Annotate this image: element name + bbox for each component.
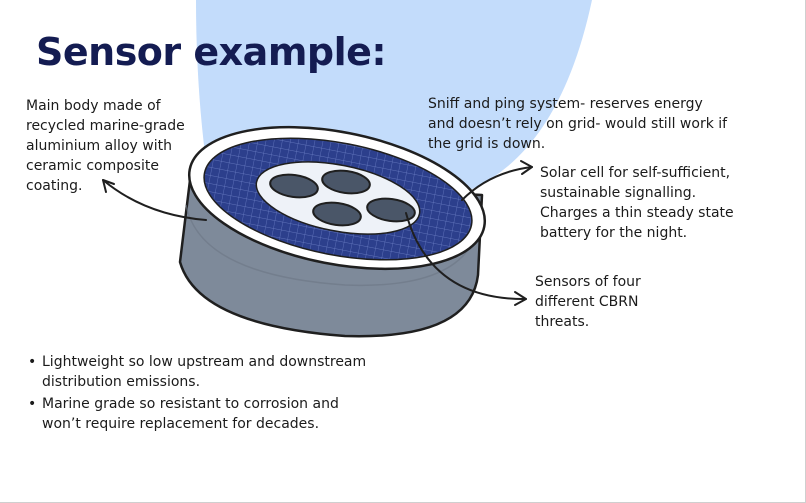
page-title: Sensor example: [36, 30, 387, 74]
sensor-pod [366, 197, 416, 223]
arrow-sensors [405, 212, 527, 301]
list-item-text: Lightweight so low upstream and downstre… [42, 354, 367, 390]
annotation-solar-cell: Solar cell for self-sufficient, sustaina… [540, 165, 734, 241]
list-item-text: Marine grade so resistant to corrosion a… [42, 396, 339, 432]
arrow-body [102, 179, 207, 221]
list-item: •Lightweight so low upstream and downstr… [28, 354, 367, 390]
arrow-solar [461, 166, 533, 201]
sensor-pod [269, 173, 319, 199]
annotation-sniff-ping: Sniff and ping system- reserves energy a… [428, 96, 728, 152]
sensor-pod [312, 201, 362, 227]
annotation-main-body: Main body made of recycled marine-grade … [26, 98, 185, 194]
annotation-sensors: Sensors of four different CBRN threats. [535, 274, 641, 330]
benefits-list: •Lightweight so low upstream and downstr… [26, 352, 396, 436]
sensor-pod [321, 169, 371, 195]
list-item: •Marine grade so resistant to corrosion … [28, 396, 339, 432]
